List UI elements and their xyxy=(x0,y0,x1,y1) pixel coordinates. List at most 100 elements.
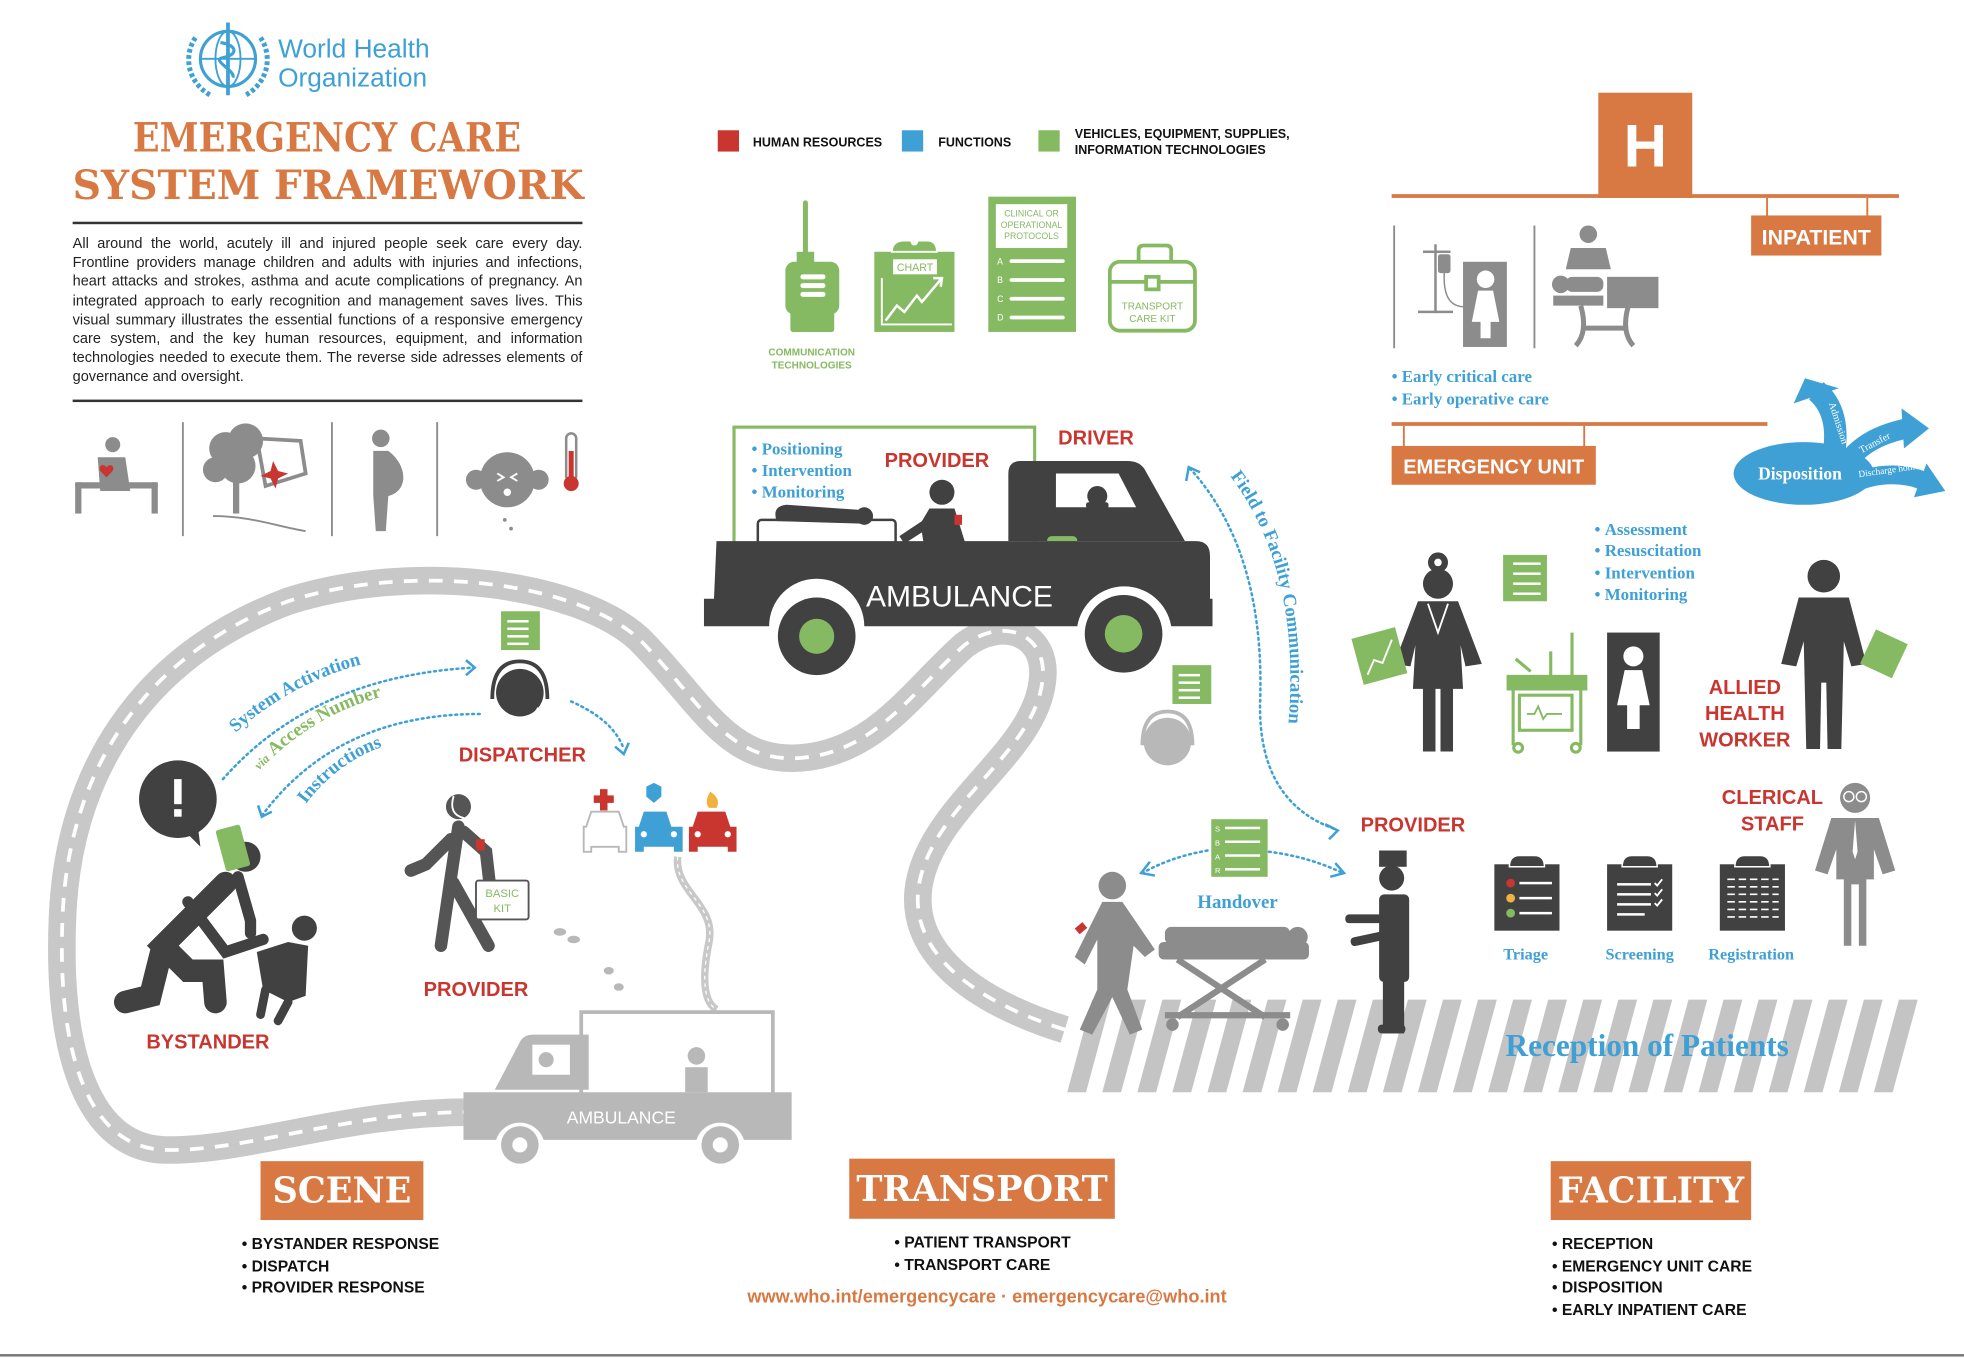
patient-on-stretcher-icon xyxy=(1074,871,1309,1035)
clerical-label-line1: CLERICAL xyxy=(1722,787,1823,809)
handover-label: Handover xyxy=(1197,892,1277,913)
who-emblem-icon xyxy=(186,22,270,98)
emergency-vehicles-icon xyxy=(582,782,737,853)
crosswalk-stripe xyxy=(1838,999,1883,1093)
crosswalk-stripe xyxy=(1242,999,1287,1093)
equipment-icons: COMMUNICATION TECHNOLOGIES CHART CLINICA… xyxy=(768,196,1197,371)
scene-area: System Activation via Access Number Inst… xyxy=(113,611,792,1164)
emergency-unit-area: • Assessment • Resuscitation • Intervent… xyxy=(1351,520,1908,754)
crosswalk-stripe xyxy=(1733,999,1778,1093)
crosswalk-stripe xyxy=(1873,999,1918,1093)
disposition-diagram: Disposition Admission Transfer Discharge… xyxy=(1733,378,1946,505)
crosswalk-stripe xyxy=(1698,999,1743,1093)
chart-label: CHART xyxy=(897,262,934,274)
logo-line2: Organization xyxy=(278,62,427,92)
divider-top xyxy=(72,221,583,225)
protocols-clipboard-icon: CLINICAL OR OPERATIONAL PROTOCOLS A B C … xyxy=(988,196,1076,332)
crosswalk-stripe xyxy=(1663,999,1708,1093)
child-on-backboard-icon xyxy=(1607,632,1660,752)
page-title-line2: SYSTEM FRAMEWORK xyxy=(73,162,586,209)
intro-paragraph: All around the world, acutely ill and in… xyxy=(72,235,583,386)
footer-contact-link[interactable]: www.who.int/emergencycare · emergencycar… xyxy=(747,1287,1227,1308)
hospital-sign-letter: H xyxy=(1624,113,1667,180)
sbar-letter: S xyxy=(1215,825,1220,834)
radio-label-line2: TECHNOLOGIES xyxy=(772,360,852,371)
protocols-line3: PROTOCOLS xyxy=(1004,231,1059,241)
ambulance-body xyxy=(703,541,1213,627)
sbar-letter: A xyxy=(1215,852,1220,861)
bottom-rule xyxy=(0,1354,1964,1357)
walking-provider-icon xyxy=(404,794,530,952)
who-logo: World Health Organization xyxy=(186,22,430,98)
eu-item: • Intervention xyxy=(1595,564,1696,583)
stage-facility: FACILITY xyxy=(1550,1161,1752,1221)
dispatcher-label: DISPATCHER xyxy=(459,745,587,767)
scene-ambulance: AMBULANCE xyxy=(463,1010,792,1164)
patient-icons-row xyxy=(75,422,579,537)
stage-transport: TRANSPORT xyxy=(849,1158,1115,1219)
abcd-checklist-icon xyxy=(1503,554,1547,602)
allied-label-line1: ALLIED xyxy=(1709,677,1781,699)
facility-item: EARLY INPATIENT CARE xyxy=(1552,1300,1752,1322)
crash-cart-icon xyxy=(1506,632,1588,754)
transport-care-item: • Positioning xyxy=(752,440,843,459)
crosswalk-stripe xyxy=(1417,999,1462,1093)
crosswalk-stripe xyxy=(1277,999,1322,1093)
fire-truck-icon xyxy=(688,791,737,852)
facility-items: RECEPTION EMERGENCY UNIT CARE DISPOSITIO… xyxy=(1552,1234,1752,1322)
hospital-structure: H INPATIENT • Early critical care • Earl… xyxy=(1391,92,1899,485)
bystander-label: BYSTANDER xyxy=(146,1031,270,1053)
sbar-letter: R xyxy=(1215,866,1221,875)
crosswalk-stripe xyxy=(1312,999,1357,1093)
screening-label: Screening xyxy=(1605,944,1673,963)
triage-label: Triage xyxy=(1503,944,1548,963)
triage-clipboard-icon xyxy=(1494,854,1560,931)
scene-item: DISPATCH xyxy=(242,1256,439,1278)
legend-swatch-red xyxy=(717,130,740,152)
wheel-icon xyxy=(1084,594,1163,673)
crosswalk-stripe xyxy=(1593,999,1638,1093)
scene-items: BYSTANDER RESPONSE DISPATCH PROVIDER RES… xyxy=(242,1234,440,1300)
green-chart-clipboard-icon xyxy=(1351,627,1408,685)
field-comm-arrow xyxy=(1188,467,1337,831)
iv-child-bed-icon xyxy=(1417,244,1507,347)
disposition-ellipse xyxy=(1733,442,1874,505)
crosswalk-stripe xyxy=(1347,999,1392,1093)
allied-label-line2: HEALTH xyxy=(1705,703,1785,725)
divider-bottom xyxy=(72,399,583,403)
scene-ambulance-label: AMBULANCE xyxy=(567,1108,676,1128)
crosswalk-stripe xyxy=(1628,999,1673,1093)
transport-items: PATIENT TRANSPORT TRANSPORT CARE xyxy=(894,1233,1070,1277)
bystander-with-child-icon xyxy=(113,824,317,1026)
transport-care-item: • Intervention xyxy=(752,461,853,480)
bystander-speech-bubble-icon xyxy=(139,760,217,847)
basic-kit-line1: BASIC xyxy=(485,888,519,900)
crosswalk-stripe xyxy=(1453,999,1497,1093)
reception-area: Reception of Patients CLERICAL STAFF Tri… xyxy=(1067,782,1918,1093)
crosswalk-stripe xyxy=(1523,999,1568,1093)
page-title-line1: EMERGENCY CARE xyxy=(133,115,521,162)
chart-clipboard-icon: CHART xyxy=(874,237,955,332)
eu-item: • Resuscitation xyxy=(1595,541,1702,560)
injury-car-tree-icon xyxy=(202,423,308,533)
legend-swatch-blue xyxy=(901,130,924,152)
reception-label: Reception of Patients xyxy=(1505,1028,1788,1063)
crosswalk-stripe xyxy=(1207,999,1252,1093)
protocol-item-label: C xyxy=(997,294,1003,304)
legend-equipment-line1: VEHICLES, EQUIPMENT, SUPPLIES, xyxy=(1075,127,1290,141)
scene-item: BYSTANDER RESPONSE xyxy=(242,1234,440,1256)
radio-icon xyxy=(785,200,840,332)
crosswalk-stripe xyxy=(1768,999,1813,1093)
eu-item: • Monitoring xyxy=(1595,585,1688,604)
facility-radio-operator-icon xyxy=(1140,665,1212,766)
eu-item: • Assessment xyxy=(1595,520,1688,539)
protocol-item-label: D xyxy=(997,313,1003,323)
transport-care-kit-icon xyxy=(1107,243,1197,333)
crosswalk-stripe xyxy=(1067,999,1112,1093)
transport-ambulance: • Positioning • Intervention • Monitorin… xyxy=(703,425,1213,676)
legend: HUMAN RESOURCES FUNCTIONS VEHICLES, EQUI… xyxy=(717,127,1290,157)
crosswalk-stripe xyxy=(1803,999,1848,1093)
discharge-arrow-head xyxy=(1913,463,1946,498)
